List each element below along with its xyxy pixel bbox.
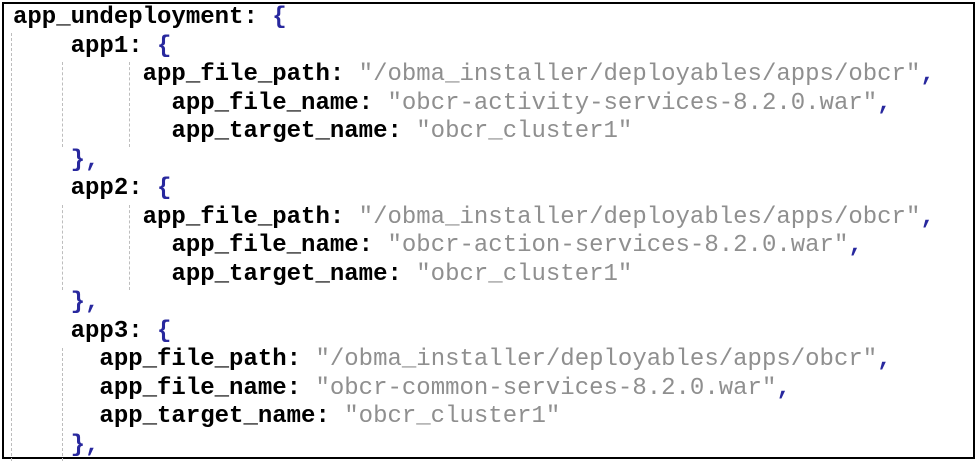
code-token-punct: }, bbox=[70, 431, 100, 459]
code-line: app_target_name: "obcr_cluster1" bbox=[13, 118, 935, 147]
code-token-string: "/obma_installer/deployables/apps/obcr" bbox=[358, 203, 921, 231]
indent-guide bbox=[62, 348, 63, 461]
indent-guide bbox=[62, 62, 63, 147]
code-token-punct: , bbox=[877, 346, 892, 373]
code-token-punct: { bbox=[157, 317, 172, 345]
code-token-string: "obcr_cluster1" bbox=[416, 118, 633, 145]
code-line: app_target_name: "obcr_cluster1" bbox=[13, 261, 935, 290]
code-token-key: app_target_name: bbox=[171, 260, 417, 288]
code-token-key: app_target_name: bbox=[171, 118, 417, 145]
code-token-string: "obcr-common-services-8.2.0.war" bbox=[315, 374, 777, 402]
code-line: }, bbox=[13, 147, 935, 176]
code-block-frame bbox=[2, 2, 975, 459]
code-token-punct: , bbox=[920, 203, 935, 231]
code-line: app1: { bbox=[13, 33, 935, 62]
code-token-key: app3: bbox=[70, 317, 158, 345]
code-token-punct: , bbox=[848, 232, 863, 259]
code-token-key: app_file_path: bbox=[142, 61, 359, 88]
code-token-key: app_file_name: bbox=[99, 374, 316, 402]
code-token-string: "/obma_installer/deployables/apps/obcr" bbox=[358, 61, 921, 88]
code-token-string: "obcr_cluster1" bbox=[416, 260, 633, 288]
code-listing: app_undeployment: { app1: { app_file_pat… bbox=[13, 4, 935, 460]
code-token-key: app_file_path: bbox=[99, 346, 316, 373]
code-token-key: app_undeployment: bbox=[13, 4, 273, 31]
code-token-key: app_file_path: bbox=[142, 203, 359, 231]
indent-guide bbox=[11, 33, 12, 461]
code-token-key: app_file_name: bbox=[171, 89, 388, 117]
indent-guide bbox=[129, 62, 130, 147]
code-token-punct: { bbox=[157, 175, 172, 202]
code-token-string: "obcr-action-services-8.2.0.war" bbox=[387, 232, 849, 259]
code-line: app_file_name: "obcr-activity-services-8… bbox=[13, 90, 935, 119]
code-line: app_undeployment: { bbox=[13, 4, 935, 33]
code-line: app_file_name: "obcr-common-services-8.2… bbox=[13, 375, 935, 404]
code-token-punct: { bbox=[272, 4, 287, 31]
code-token-string: "/obma_installer/deployables/apps/obcr" bbox=[315, 346, 878, 373]
code-token-key: app2: bbox=[70, 175, 158, 202]
code-line: }, bbox=[13, 289, 935, 318]
code-token-key: app_target_name: bbox=[99, 403, 345, 430]
code-line: app3: { bbox=[13, 318, 935, 347]
code-token-punct: , bbox=[877, 89, 892, 117]
code-token-key: app_file_name: bbox=[171, 232, 388, 259]
code-token-key: app1: bbox=[70, 32, 158, 60]
indent-guide bbox=[62, 205, 63, 290]
code-token-punct: }, bbox=[70, 289, 100, 316]
code-line: app_file_path: "/obma_installer/deployab… bbox=[13, 61, 935, 90]
code-token-punct: , bbox=[920, 61, 935, 88]
indent-guide bbox=[129, 205, 130, 290]
code-token-string: "obcr_cluster1" bbox=[344, 403, 561, 430]
code-line: app_file_path: "/obma_installer/deployab… bbox=[13, 346, 935, 375]
code-token-punct: , bbox=[776, 374, 791, 402]
code-line: app_file_path: "/obma_installer/deployab… bbox=[13, 204, 935, 233]
code-token-string: "obcr-activity-services-8.2.0.war" bbox=[387, 89, 878, 117]
code-line: app_target_name: "obcr_cluster1" bbox=[13, 403, 935, 432]
code-line: app_file_name: "obcr-action-services-8.2… bbox=[13, 232, 935, 261]
code-token-punct: }, bbox=[70, 146, 100, 174]
code-token-punct: { bbox=[157, 32, 172, 60]
code-line: }, bbox=[13, 432, 935, 461]
code-line: app2: { bbox=[13, 175, 935, 204]
